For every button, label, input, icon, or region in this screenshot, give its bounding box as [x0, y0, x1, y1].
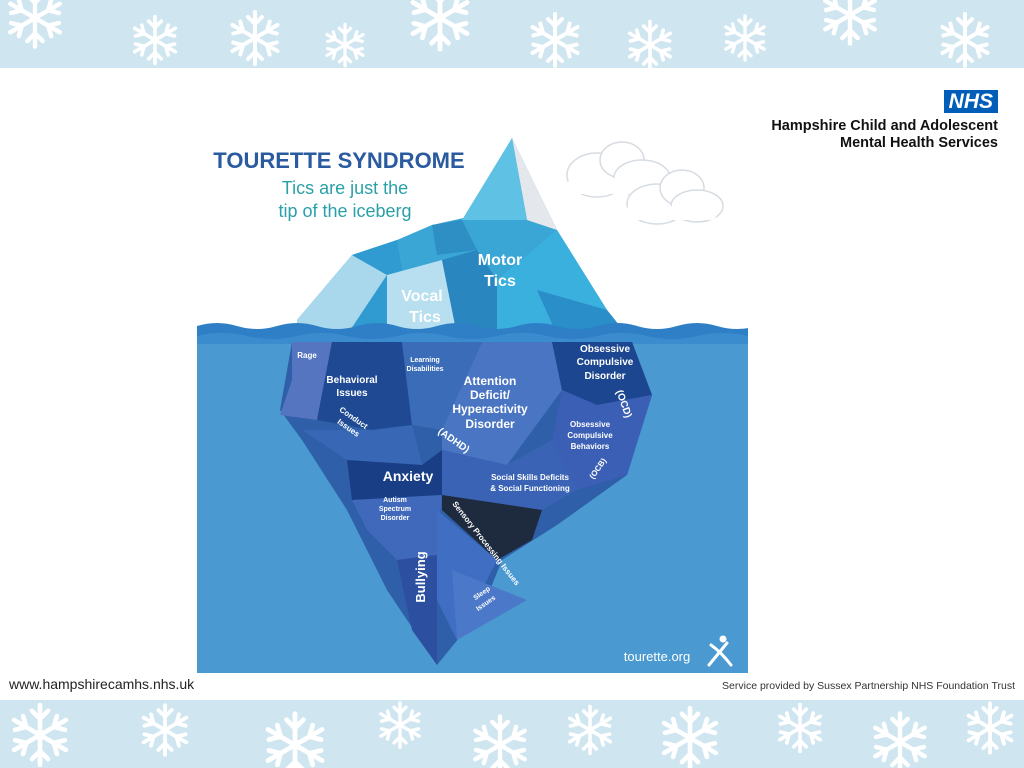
label-ocb-line1: Obsessive — [570, 420, 611, 429]
tourette-logo-icon — [707, 635, 733, 667]
label-behavioral-line2: Issues — [336, 388, 368, 399]
label-social-line2: & Social Functioning — [490, 484, 570, 493]
infographic-title: TOURETTE SYNDROME — [213, 148, 464, 173]
label-autism-line2: Spectrum — [379, 506, 411, 513]
label-adhd-line4: Disorder — [465, 417, 515, 431]
cloud-icon — [625, 169, 724, 225]
footer-website: www.hampshirecamhs.nhs.uk — [9, 676, 195, 692]
label-ocd-line1: Obsessive — [580, 344, 630, 355]
snowflake-banner-bottom — [0, 700, 1024, 768]
label-learning-line1: Learning — [410, 357, 440, 364]
nhs-logo: NHS — [943, 90, 998, 113]
tourette-iceberg-infographic: TOURETTE SYNDROME Tics are just the tip … — [197, 130, 748, 673]
label-anxiety: Anxiety — [383, 468, 434, 484]
org-name-line2: Mental Health Services — [840, 135, 998, 151]
label-motor-tics-line2: Tics — [484, 273, 516, 290]
label-bullying: Bullying — [413, 551, 428, 602]
label-rage: Rage — [297, 351, 317, 360]
infographic-subtitle-line2: tip of the iceberg — [278, 201, 411, 221]
label-autism-line1: Autism — [383, 497, 407, 504]
label-social-line1: Social Skills Deficits — [491, 473, 569, 482]
label-learning-line2: Disabilities — [407, 366, 444, 373]
snowflake-pattern-bottom — [0, 700, 1024, 768]
footer-provider: Service provided by Sussex Partnership N… — [722, 680, 1015, 692]
label-ocd-line2: Compulsive — [577, 357, 634, 368]
label-adhd-line2: Deficit/ — [470, 388, 511, 402]
label-adhd-line3: Hyperactivity — [452, 402, 528, 416]
label-adhd-line1: Attention — [464, 374, 517, 388]
nhs-header: NHS Hampshire Child and Adolescent Menta… — [771, 90, 998, 152]
source-tourette-org: tourette.org — [624, 649, 691, 664]
label-motor-tics-line1: Motor — [478, 252, 522, 269]
label-vocal-tics-line2: Tics — [409, 309, 441, 326]
iceberg-base — [280, 342, 652, 665]
label-behavioral-line1: Behavioral — [326, 375, 377, 386]
label-ocd-line3: Disorder — [584, 371, 625, 382]
iceberg-tip — [297, 138, 627, 335]
snowflake-banner-top — [0, 0, 1024, 68]
label-autism-line3: Disorder — [381, 515, 410, 522]
snowflake-pattern-top — [0, 0, 1024, 68]
label-ocb-line2: Compulsive — [567, 431, 613, 440]
org-name-line1: Hampshire Child and Adolescent — [771, 118, 998, 134]
infographic-subtitle-line1: Tics are just the — [282, 178, 408, 198]
water-surface-wave — [197, 333, 748, 344]
label-vocal-tics-line1: Vocal — [401, 288, 443, 305]
label-ocb-line3: Behaviors — [571, 442, 610, 451]
